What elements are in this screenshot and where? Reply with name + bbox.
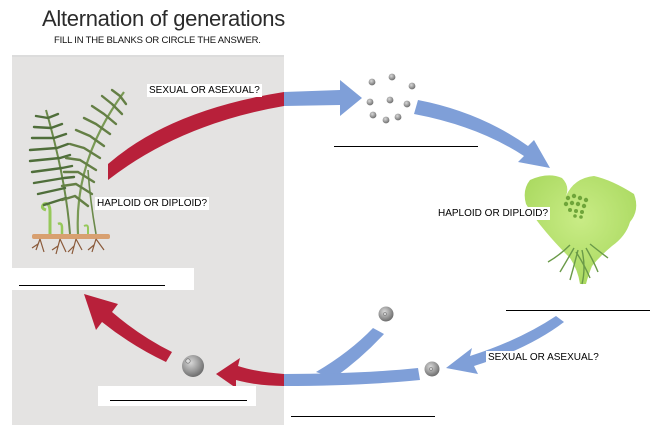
spore xyxy=(369,111,377,119)
spore xyxy=(388,73,396,81)
gamete-sperm xyxy=(378,306,394,322)
arrow-spores-to-gametophyte xyxy=(414,100,550,168)
sporophyte-ploidy-question[interactable]: HAPLOID OR DIPLOID? xyxy=(95,197,210,210)
spores-cluster xyxy=(366,73,416,124)
arrow-gametophyte-to-gametes xyxy=(446,316,564,374)
arrow-fusion-to-zygote-diploid-segment xyxy=(216,358,284,388)
fern-sporophyte xyxy=(28,88,128,255)
arrow-zygote-to-sporophyte xyxy=(84,294,172,362)
fern-roots xyxy=(31,238,105,255)
page-instructions: FILL IN THE BLANKS OR CIRCLE THE ANSWER. xyxy=(54,35,261,46)
gametophyte-reproduction-question[interactable]: SEXUAL OR ASEXUAL? xyxy=(486,351,601,364)
gametophyte-name-blank[interactable] xyxy=(506,310,650,311)
zygote-name-blank[interactable] xyxy=(110,400,247,401)
rhizoids xyxy=(547,243,609,285)
arrow-sporophyte-to-spores-diploid-segment xyxy=(108,92,284,180)
gametophyte-ploidy-question[interactable]: HAPLOID OR DIPLOID? xyxy=(436,207,551,220)
sporophyte-name-blank[interactable] xyxy=(19,285,165,286)
gametes-name-blank[interactable] xyxy=(291,416,435,417)
spore xyxy=(366,98,374,106)
sporophyte-answer-box xyxy=(12,268,194,290)
zygote-answer-box xyxy=(98,386,256,406)
sporophyte-reproduction-question[interactable]: SEXUAL OR ASEXUAL? xyxy=(147,84,262,97)
page-title: Alternation of generations xyxy=(42,6,285,31)
spore xyxy=(382,116,390,124)
zygote xyxy=(182,355,204,377)
spores-name-blank[interactable] xyxy=(334,146,478,147)
gametophyte-prothallus xyxy=(524,175,637,285)
spore xyxy=(394,113,402,121)
archegonia-cluster xyxy=(563,193,589,219)
arrow-sperm-to-fusion xyxy=(316,328,384,378)
diploid-phase-panel xyxy=(12,57,284,425)
arrow-sporophyte-to-spores-haploid-segment xyxy=(284,80,362,116)
spore xyxy=(403,100,411,108)
diploid-panel-top-edge xyxy=(12,55,284,58)
spore xyxy=(386,96,394,104)
spore xyxy=(408,82,416,90)
spore xyxy=(368,78,376,86)
gamete-egg xyxy=(424,361,440,377)
arrow-gametes-fusion-haploid-segment xyxy=(284,368,420,386)
